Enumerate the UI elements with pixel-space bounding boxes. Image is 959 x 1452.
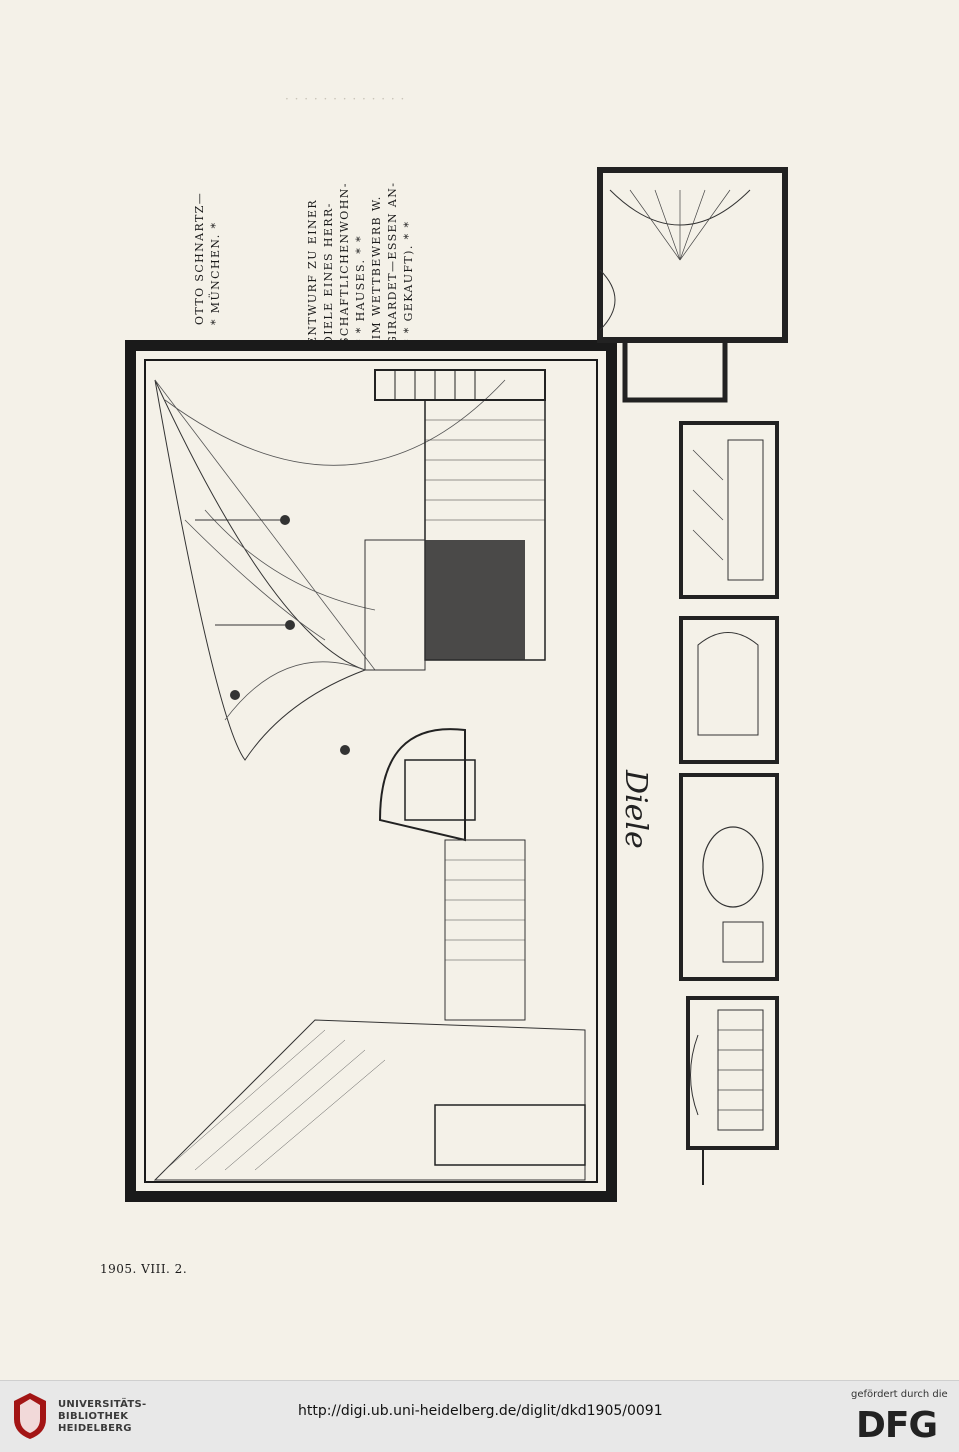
elevation-drawing-2	[679, 616, 779, 764]
description-caption: ENTWURF ZU EINER DIELE EINES HERR- SCHAF…	[305, 175, 417, 345]
institution-line2: BIBLIOTHEK	[58, 1411, 129, 1422]
elevation-drawing-1	[679, 421, 779, 599]
institution-name: UNIVERSITÄTS- BIBLIOTHEK HEIDELBERG	[58, 1399, 147, 1435]
architect-caption-line1: OTTO SCHNARTZ—	[193, 191, 206, 325]
elevation-drawing-4	[686, 996, 779, 1185]
page-footer-id: 1905. VIII. 2.	[100, 1262, 188, 1276]
description-caption-line7: * * GEKAUFT). * *	[402, 220, 415, 345]
description-caption-line4: * * HAUSES. * *	[354, 235, 367, 345]
description-caption-line5: (IM WETTBEWERB W.	[370, 195, 383, 345]
permalink-url[interactable]: http://digi.ub.uni-heidelberg.de/diglit/…	[298, 1403, 663, 1419]
viewer-footer-bar: UNIVERSITÄTS- BIBLIOTHEK HEIDELBERG http…	[0, 1380, 959, 1452]
institution-line1: UNIVERSITÄTS-	[58, 1399, 147, 1410]
description-caption-line1: ENTWURF ZU EINER	[306, 198, 319, 345]
elevation-drawing-3	[679, 773, 779, 981]
floor-plan-drawing	[597, 167, 788, 403]
architect-caption: OTTO SCHNARTZ— * MÜNCHEN. *	[192, 191, 224, 325]
bleed-through-header: · · · · · · · · · · · · ·	[285, 92, 406, 106]
description-caption-line2: DIELE EINES HERR-	[322, 202, 335, 345]
hall-perspective-drawing	[125, 340, 617, 1202]
description-caption-line3: SCHAFTLICHENWOHN-	[338, 182, 351, 345]
scanned-page: · · · · · · · · · · · · · OTTO SCHNARTZ—…	[100, 92, 788, 1276]
dfg-logo: DFG	[856, 1405, 938, 1446]
description-caption-line6: GIRARDET—ESSEN AN-	[386, 181, 399, 345]
institution-line3: HEIDELBERG	[58, 1423, 132, 1434]
university-logo-icon	[14, 1393, 46, 1439]
architect-caption-line2: * MÜNCHEN. *	[209, 221, 222, 325]
sponsor-note: gefördert durch die	[851, 1389, 948, 1400]
drawing-label-diele: Diele	[618, 770, 653, 849]
